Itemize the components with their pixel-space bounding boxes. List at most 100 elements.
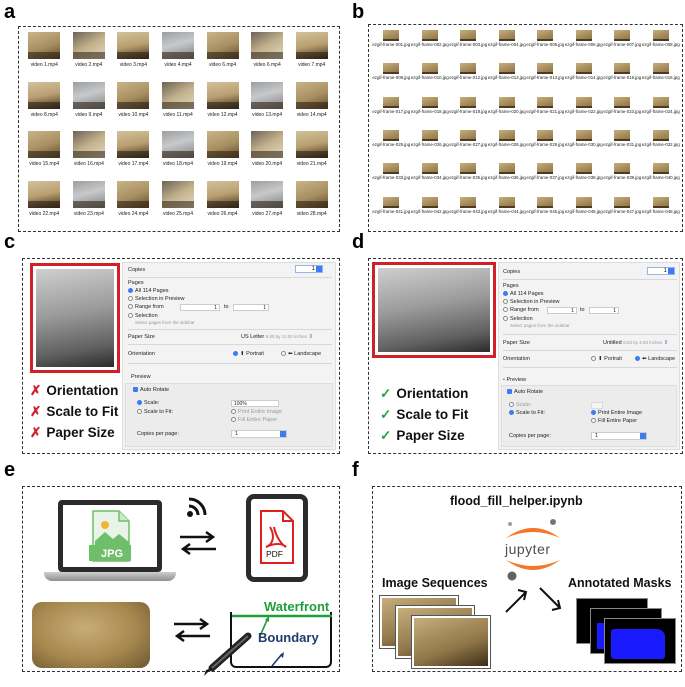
frame-file-item[interactable]: ezgif-frame-024.jpg bbox=[642, 95, 681, 128]
frame-file-item[interactable]: ezgif-frame-006.jpg bbox=[565, 28, 604, 61]
frame-file-item[interactable]: ezgif-frame-019.jpg bbox=[449, 95, 488, 128]
range-start-field[interactable]: 1 bbox=[180, 304, 220, 311]
scale-radio[interactable]: Scale: bbox=[509, 402, 531, 408]
frame-file-item[interactable]: ezgif-frame-021.jpg bbox=[526, 95, 565, 128]
auto-rotate-checkbox[interactable]: Auto Rotate bbox=[507, 389, 543, 395]
range-radio[interactable]: Range from bbox=[128, 304, 164, 310]
frame-file-item[interactable]: ezgif-frame-030.jpg bbox=[565, 128, 604, 161]
fill-entire-paper-option[interactable]: Fill Entire Paper bbox=[231, 417, 277, 423]
frame-file-item[interactable]: ezgif-frame-009.jpg bbox=[372, 61, 411, 94]
frame-file-item[interactable]: ezgif-frame-033.jpg bbox=[372, 161, 411, 194]
video-file-item[interactable]: video 17.mp4 bbox=[111, 129, 156, 179]
paper-size-select[interactable]: Untitled 6.63 by 4.63 inches ⇕ bbox=[603, 340, 669, 346]
copies-per-page-select[interactable]: 1 bbox=[231, 430, 287, 438]
frame-file-item[interactable]: ezgif-frame-035.jpg bbox=[449, 161, 488, 194]
paper-size-select[interactable]: US Letter 8.50 by 11.00 inches ⇕ bbox=[241, 334, 314, 340]
frame-file-item[interactable]: ezgif-frame-041.jpg bbox=[372, 195, 411, 228]
frame-file-item[interactable]: ezgif-frame-043.jpg bbox=[449, 195, 488, 228]
video-file-item[interactable]: video 15.mp4 bbox=[22, 129, 67, 179]
scale-to-fit-radio[interactable]: Scale to Fit: bbox=[509, 410, 545, 416]
scale-field[interactable]: 100% bbox=[231, 400, 279, 407]
frame-file-item[interactable]: ezgif-frame-037.jpg bbox=[526, 161, 565, 194]
frame-file-item[interactable]: ezgif-frame-013.jpg bbox=[526, 61, 565, 94]
range-end-field[interactable]: 1 bbox=[589, 307, 619, 314]
print-entire-image-option[interactable]: Print Entire Image bbox=[591, 410, 642, 416]
video-file-item[interactable]: video 13.mp4 bbox=[245, 80, 290, 130]
video-file-item[interactable]: video 28.mp4 bbox=[289, 179, 334, 229]
frame-file-item[interactable]: ezgif-frame-034.jpg bbox=[411, 161, 450, 194]
frame-file-item[interactable]: ezgif-frame-023.jpg bbox=[603, 95, 642, 128]
frame-file-item[interactable]: ezgif-frame-032.jpg bbox=[642, 128, 681, 161]
selection-radio[interactable]: Selection bbox=[128, 313, 158, 319]
frame-file-item[interactable]: ezgif-frame-005.jpg bbox=[526, 28, 565, 61]
video-file-item[interactable]: video 24.mp4 bbox=[111, 179, 156, 229]
video-file-item[interactable]: video 12.mp4 bbox=[200, 80, 245, 130]
video-file-item[interactable]: video 10.mp4 bbox=[111, 80, 156, 130]
frame-file-item[interactable]: ezgif-frame-020.jpg bbox=[488, 95, 527, 128]
range-start-field[interactable]: 1 bbox=[547, 307, 577, 314]
frame-file-item[interactable]: ezgif-frame-015.jpg bbox=[603, 61, 642, 94]
video-file-item[interactable]: video 26.mp4 bbox=[200, 179, 245, 229]
video-file-item[interactable]: video 19.mp4 bbox=[200, 129, 245, 179]
print-entire-image-option[interactable]: Print Entire Image bbox=[231, 409, 282, 415]
frame-file-item[interactable]: ezgif-frame-003.jpg bbox=[449, 28, 488, 61]
frame-file-item[interactable]: ezgif-frame-016.jpg bbox=[642, 61, 681, 94]
frame-file-item[interactable]: ezgif-frame-014.jpg bbox=[565, 61, 604, 94]
frame-file-item[interactable]: ezgif-frame-045.jpg bbox=[526, 195, 565, 228]
video-file-item[interactable]: video 18.mp4 bbox=[156, 129, 201, 179]
video-file-item[interactable]: video 9.mp4 bbox=[67, 80, 112, 130]
copies-per-page-select[interactable]: 1 bbox=[591, 432, 647, 440]
auto-rotate-checkbox[interactable]: Auto Rotate bbox=[133, 387, 169, 393]
frame-file-item[interactable]: ezgif-frame-026.jpg bbox=[411, 128, 450, 161]
frame-file-item[interactable]: ezgif-frame-022.jpg bbox=[565, 95, 604, 128]
video-file-item[interactable]: video 3.mp4 bbox=[111, 30, 156, 80]
scale-radio[interactable]: Scale: bbox=[137, 400, 159, 406]
frame-file-item[interactable]: ezgif-frame-031.jpg bbox=[603, 128, 642, 161]
video-file-item[interactable]: video 14.mp4 bbox=[289, 80, 334, 130]
all-pages-radio[interactable]: All 114 Pages bbox=[128, 288, 169, 294]
frame-file-item[interactable]: ezgif-frame-012.jpg bbox=[449, 61, 488, 94]
video-file-item[interactable]: video 27.mp4 bbox=[245, 179, 290, 229]
frame-file-item[interactable]: ezgif-frame-036.jpg bbox=[488, 161, 527, 194]
portrait-radio[interactable]: ⬆ Portrait bbox=[233, 351, 264, 357]
portrait-radio[interactable]: ⬆ Portrait bbox=[591, 356, 622, 362]
video-file-item[interactable]: video 16.mp4 bbox=[67, 129, 112, 179]
video-file-item[interactable]: video 6.mp4 bbox=[200, 30, 245, 80]
frame-file-item[interactable]: ezgif-frame-008.jpg bbox=[642, 28, 681, 61]
video-file-item[interactable]: video 7.mp4 bbox=[289, 30, 334, 80]
frame-file-item[interactable]: ezgif-frame-038.jpg bbox=[565, 161, 604, 194]
frame-file-item[interactable]: ezgif-frame-004.jpg bbox=[488, 28, 527, 61]
range-radio[interactable]: Range from bbox=[503, 307, 539, 313]
video-file-item[interactable]: video 21.mp4 bbox=[289, 129, 334, 179]
frame-file-item[interactable]: ezgif-frame-013.jpg bbox=[488, 61, 527, 94]
frame-file-item[interactable]: ezgif-frame-010.jpg bbox=[411, 61, 450, 94]
selection-preview-radio[interactable]: Selection in Preview bbox=[503, 299, 560, 305]
frame-file-item[interactable]: ezgif-frame-018.jpg bbox=[411, 95, 450, 128]
copies-stepper[interactable]: 1 bbox=[647, 267, 675, 275]
frame-file-item[interactable]: ezgif-frame-028.jpg bbox=[488, 128, 527, 161]
selection-preview-radio[interactable]: Selection in Preview bbox=[128, 296, 185, 302]
video-file-item[interactable]: video 11.mp4 bbox=[156, 80, 201, 130]
video-file-item[interactable]: video 20.mp4 bbox=[245, 129, 290, 179]
range-end-field[interactable]: 1 bbox=[233, 304, 269, 311]
video-file-item[interactable]: video 6.mp4 bbox=[245, 30, 290, 80]
scale-field[interactable] bbox=[591, 402, 603, 409]
all-pages-radio[interactable]: All 114 Pages bbox=[503, 291, 544, 297]
frame-file-item[interactable]: ezgif-frame-048.jpg bbox=[642, 195, 681, 228]
scale-to-fit-radio[interactable]: Scale to Fit: bbox=[137, 409, 173, 415]
frame-file-item[interactable]: ezgif-frame-001.jpg bbox=[372, 28, 411, 61]
frame-file-item[interactable]: ezgif-frame-046.jpg bbox=[565, 195, 604, 228]
video-file-item[interactable]: video 8.mp4 bbox=[22, 80, 67, 130]
frame-file-item[interactable]: ezgif-frame-042.jpg bbox=[411, 195, 450, 228]
frame-file-item[interactable]: ezgif-frame-002.jpg bbox=[411, 28, 450, 61]
frame-file-item[interactable]: ezgif-frame-029.jpg bbox=[526, 128, 565, 161]
frame-file-item[interactable]: ezgif-frame-039.jpg bbox=[603, 161, 642, 194]
frame-file-item[interactable]: ezgif-frame-044.jpg bbox=[488, 195, 527, 228]
fill-entire-paper-option[interactable]: Fill Entire Paper bbox=[591, 418, 637, 424]
video-file-item[interactable]: video 23.mp4 bbox=[67, 179, 112, 229]
video-file-item[interactable]: video 4.mp4 bbox=[156, 30, 201, 80]
video-file-item[interactable]: video 22.mp4 bbox=[22, 179, 67, 229]
video-file-item[interactable]: video 1.mp4 bbox=[22, 30, 67, 80]
frame-file-item[interactable]: ezgif-frame-040.jpg bbox=[642, 161, 681, 194]
frame-file-item[interactable]: ezgif-frame-007.jpg bbox=[603, 28, 642, 61]
